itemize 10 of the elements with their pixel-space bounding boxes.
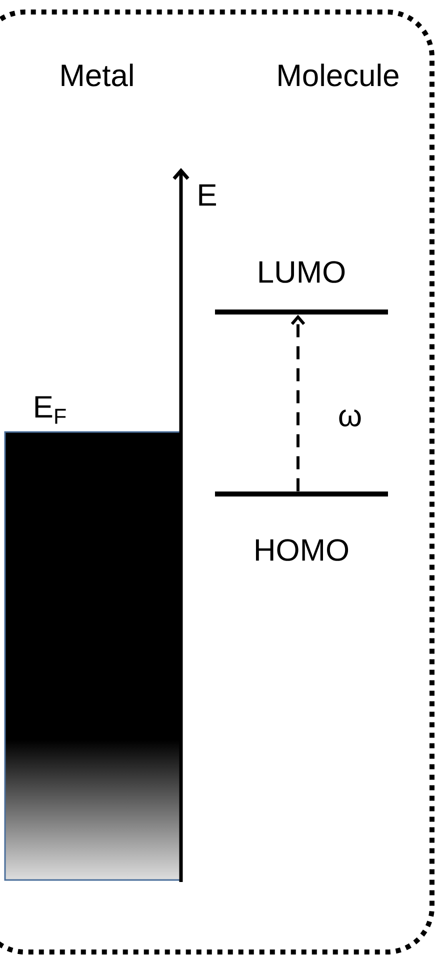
node-label: LUMO <box>259 261 345 283</box>
energy-level: HOMO <box>215 492 388 561</box>
edge-label: ω <box>339 410 361 426</box>
axis-label: E <box>199 184 216 206</box>
axis-label: Metal <box>62 64 133 86</box>
axis-label: E$_{F}$ <box>35 396 66 424</box>
axis-label: Molecule <box>278 64 398 86</box>
node-label: HOMO <box>256 539 348 561</box>
energy-level: LUMO <box>215 261 388 314</box>
transition-arrow <box>290 314 306 492</box>
